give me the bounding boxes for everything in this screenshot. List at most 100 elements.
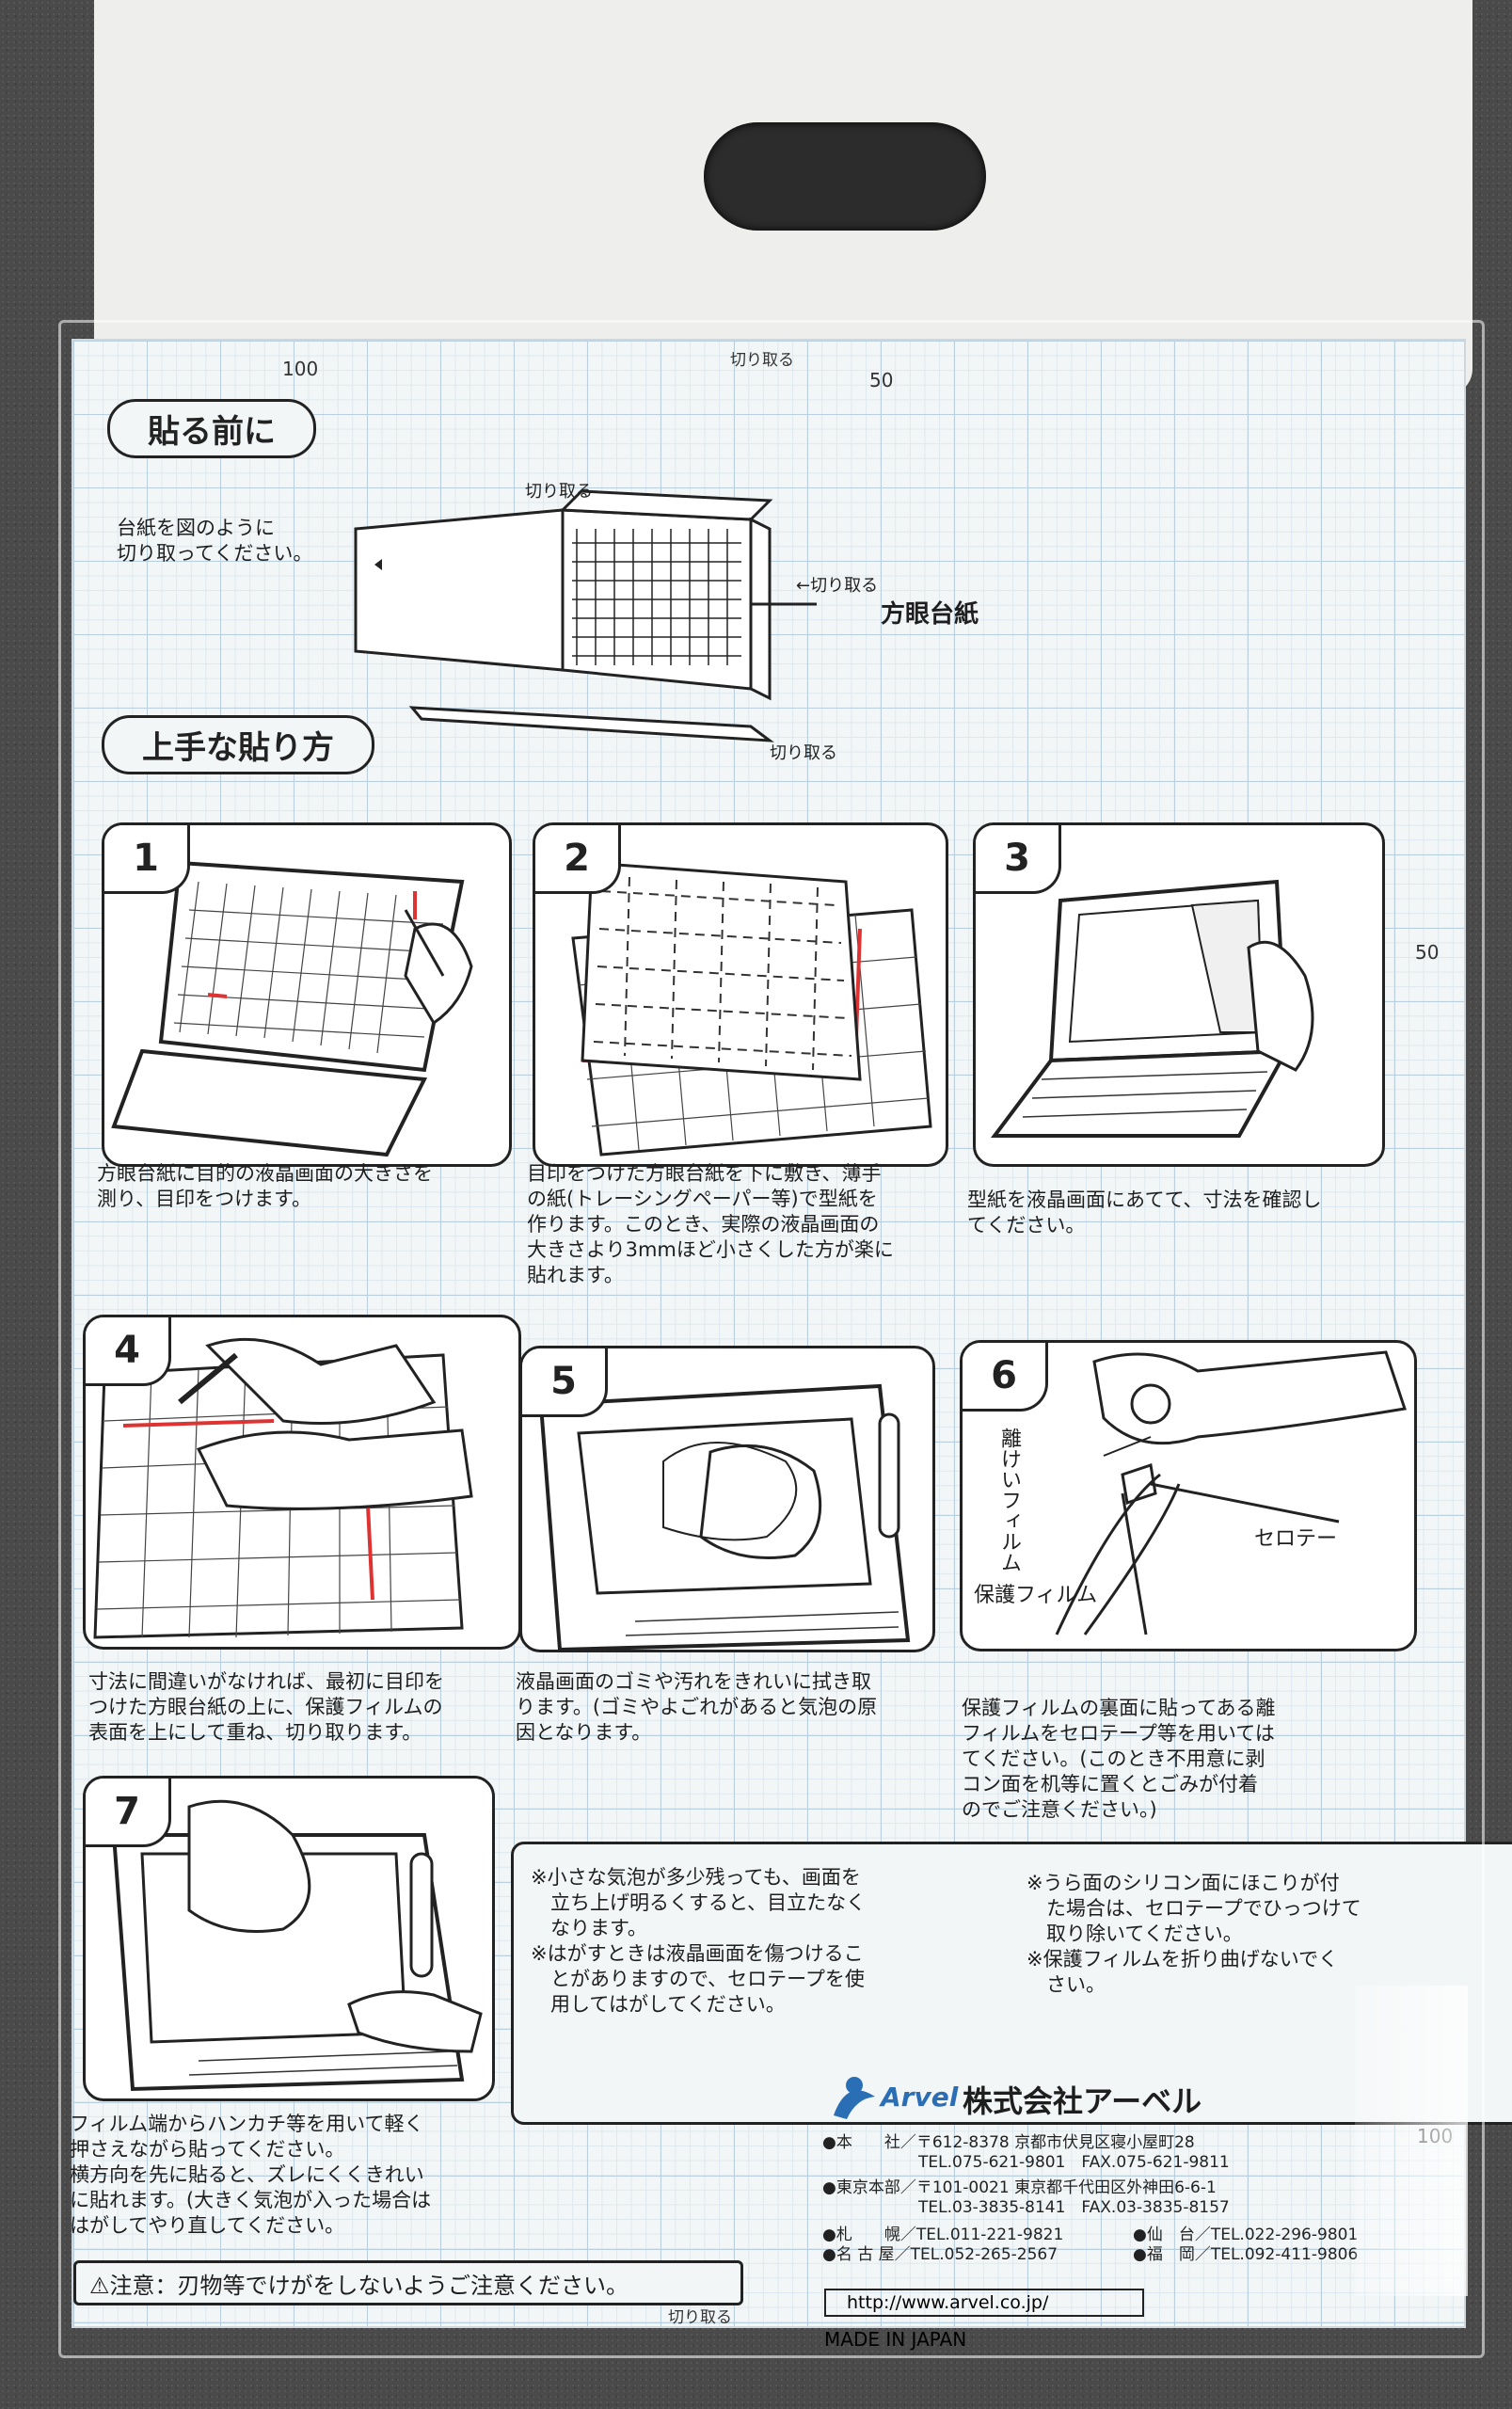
before-instruction-line: 台紙を図のように <box>117 517 275 539</box>
note-line: た場合は、セロテープでひっつけて <box>1027 1897 1361 1920</box>
step-4-text-line: 表面を上にして重ね、切り取ります。 <box>88 1721 422 1744</box>
step-2-text-line: 大きさより3mmほど小さくした方が楽に <box>527 1238 894 1261</box>
step-panel-3: 3 <box>973 822 1385 1167</box>
company-name: 株式会社アーベル <box>963 2083 1202 2119</box>
step-2-number: 2 <box>535 825 621 894</box>
hang-hole <box>704 122 986 231</box>
cut-label-right: ←切り取る <box>796 576 879 596</box>
step-7-illustration <box>111 1799 483 2092</box>
step-2-text-line: 目印をつけた方眼台紙を下に敷き、薄手 <box>527 1162 882 1185</box>
step-panel-4: 4 <box>83 1315 521 1650</box>
address-sendai: ●仙 台／TEL.022-296-9801 <box>1133 2226 1359 2244</box>
step-5-text: 液晶画面のゴミや汚れをきれいに拭き取 ります。(ゴミやよごれがあると気泡の原 因… <box>516 1669 877 1746</box>
howto-heading: 上手な貼り方 <box>102 715 374 774</box>
note-line: ※うら面のシリコン面にほこりが付 <box>1027 1872 1340 1894</box>
step-7-text-line: フィルム端からハンカチ等を用いて軽く <box>70 2113 424 2135</box>
step-7-text-line: に貼れます。(大きく気泡が入った場合は <box>70 2189 432 2211</box>
before-heading: 貼る前に <box>107 399 316 458</box>
before-instruction-line: 切り取ってください。 <box>117 542 313 565</box>
notes-right: ※うら面のシリコン面にほこりが付 た場合は、セロテープでひっつけて 取り除いてく… <box>1027 1871 1361 1998</box>
step-7-text-line: はがしてやり直してください。 <box>70 2214 345 2237</box>
address-fukuoka: ●福 岡／TEL.092-411-9806 <box>1133 2245 1359 2264</box>
cut-label-top: 切り取る <box>525 482 593 502</box>
step-1-text-line: 方眼台紙に目的の液晶画面の大きさを <box>97 1162 433 1185</box>
note-line: ※小さな気泡が多少残っても、画面を <box>531 1866 861 1889</box>
step-6-text-line: 保護フィルムの裏面に貼ってある離 <box>962 1697 1276 1719</box>
step-4-number: 4 <box>86 1317 171 1386</box>
step-6-text-line: てください。(このとき不用意に剥 <box>962 1747 1265 1770</box>
scale-top-cut: 切り取る <box>730 351 794 370</box>
step-4-illustration <box>93 1337 473 1639</box>
step-2-illustration <box>571 861 932 1157</box>
release-film-label: 離けいフィルム <box>997 1428 1021 1572</box>
caution-box: ⚠注意：刃物等でけがをしないようご注意ください。 <box>73 2260 743 2305</box>
step-panel-6: 6 離けいフィルム セロテー 保護フィルム <box>960 1340 1417 1651</box>
step-3-number: 3 <box>976 825 1061 894</box>
address-line: ●東京本部／〒101-0021 東京都千代田区外神田6-6-1 <box>822 2178 1217 2197</box>
company-brand: Arvel <box>881 2082 959 2113</box>
step-7-text: フィルム端からハンカチ等を用いて軽く 押さえながら貼ってください。 横方向を先に… <box>70 2112 431 2239</box>
note-line: さい。 <box>1027 1973 1106 1996</box>
sleeve-glare <box>1355 1986 1468 2296</box>
scale-top-100: 100 <box>282 358 319 380</box>
note-line: 立ち上げ明るくすると、目立たなく <box>531 1891 867 1914</box>
address-head-office: ●本 社／〒612-8378 京都市伏見区寝小屋町28 TEL.075-621-… <box>822 2133 1230 2173</box>
step-7-text-line: 横方向を先に貼ると、ズレにくくきれい <box>70 2163 424 2186</box>
note-line: 用してはがしてください。 <box>531 1993 786 2016</box>
protective-film-label: 保護フィルム <box>974 1584 1098 1607</box>
step-4-text: 寸法に間違いがなければ、最初に目印を つけた方眼台紙の上に、保護フィルムの 表面… <box>88 1669 444 1746</box>
step-6-text-line: のでご注意ください。) <box>962 1798 1157 1821</box>
note-line: 取り除いてください。 <box>1027 1922 1243 1945</box>
note-line: ※はがすときは液晶画面を傷つけるこ <box>531 1942 864 1965</box>
step-4-text-line: 寸法に間違いがなければ、最初に目印を <box>88 1670 444 1693</box>
step-2-text-line: 貼れます。 <box>527 1264 624 1286</box>
scale-bottom-cut: 切り取る <box>668 2308 732 2327</box>
scale-top-50: 50 <box>869 369 894 391</box>
before-instruction: 台紙を図のように 切り取ってください。 <box>117 516 312 566</box>
step-1-number: 1 <box>104 825 190 894</box>
address-line: ●本 社／〒612-8378 京都市伏見区寝小屋町28 <box>822 2133 1195 2152</box>
step-6-text: 保護フィルムの裏面に貼ってある離 フィルムをセロテープ等を用いては てください。… <box>962 1696 1275 1823</box>
step-4-text-line: つけた方眼台紙の上に、保護フィルムの <box>88 1696 443 1718</box>
step-3-text-line: 型紙を液晶画面にあてて、寸法を確認し <box>967 1189 1322 1211</box>
step-2-text: 目印をつけた方眼台紙を下に敷き、薄手 の紙(トレーシングペーパー等)で型紙を 作… <box>527 1161 894 1288</box>
tape-label: セロテー <box>1254 1527 1338 1551</box>
step-7-number: 7 <box>86 1779 171 1847</box>
instruction-sheet: 100 切り取る 50 50 100 貼る前に 台紙を図のように 切り取ってくだ… <box>70 341 1512 2351</box>
notes-box: ※小さな気泡が多少残っても、画面を 立ち上げ明るくすると、目立たなく なります。… <box>511 1842 1512 2125</box>
note-line: ※保護フィルムを折り曲げないでく <box>1027 1948 1339 1970</box>
step-6-text-line: コン面を机等に置くとごみが付着 <box>962 1773 1258 1795</box>
step-6-number: 6 <box>963 1343 1048 1412</box>
step-5-number: 5 <box>522 1348 608 1417</box>
step-3-illustration <box>991 879 1314 1138</box>
step-5-text-line: 液晶画面のゴミや汚れをきれいに拭き取 <box>516 1670 871 1693</box>
grid-sheet-label: 方眼台紙 <box>881 600 979 629</box>
step-panel-1: 1 <box>102 822 512 1167</box>
address-sapporo: ●札 幌／TEL.011-221-9821 <box>822 2226 1064 2244</box>
company-url[interactable]: http://www.arvel.co.jp/ <box>824 2289 1144 2317</box>
address-line: TEL.03-3835-8141 FAX.03-3835-8157 <box>822 2198 1230 2217</box>
step-6-illustration <box>1055 1350 1407 1635</box>
address-line: TEL.075-621-9801 FAX.075-621-9811 <box>822 2153 1230 2172</box>
address-nagoya: ●名 古 屋／TEL.052-265-2567 <box>822 2245 1058 2264</box>
step-6-text-line: フィルムをセロテープ等を用いては <box>962 1722 1275 1745</box>
step-5-text-line: ります。(ゴミやよごれがあると気泡の原 <box>516 1696 878 1718</box>
step-5-text-line: 因となります。 <box>516 1721 652 1744</box>
step-1-illustration <box>111 860 473 1157</box>
step-2-text-line: の紙(トレーシングペーパー等)で型紙を <box>527 1188 878 1210</box>
cut-diagram <box>354 489 817 742</box>
step-3-text-line: てください。 <box>967 1214 1086 1236</box>
step-panel-7: 7 <box>83 1776 495 2101</box>
scale-right-50: 50 <box>1415 941 1440 964</box>
note-line: とがありますので、セロテープを使 <box>531 1968 865 1990</box>
note-line: なります。 <box>531 1917 647 1939</box>
package-hanger <box>94 0 1472 395</box>
step-panel-2: 2 <box>533 822 948 1167</box>
notes-left: ※小さな気泡が多少残っても、画面を 立ち上げ明るくすると、目立たなく なります。… <box>531 1865 866 2018</box>
arvel-logo-icon <box>834 2077 875 2119</box>
step-3-text: 型紙を液晶画面にあてて、寸法を確認し てください。 <box>967 1188 1322 1238</box>
address-tokyo: ●東京本部／〒101-0021 東京都千代田区外神田6-6-1 TEL.03-3… <box>822 2178 1230 2218</box>
step-7-text-line: 押さえながら貼ってください。 <box>70 2138 345 2161</box>
step-1-text-line: 測り、目印をつけます。 <box>97 1188 312 1210</box>
step-1-text: 方眼台紙に目的の液晶画面の大きさを 測り、目印をつけます。 <box>97 1161 433 1212</box>
